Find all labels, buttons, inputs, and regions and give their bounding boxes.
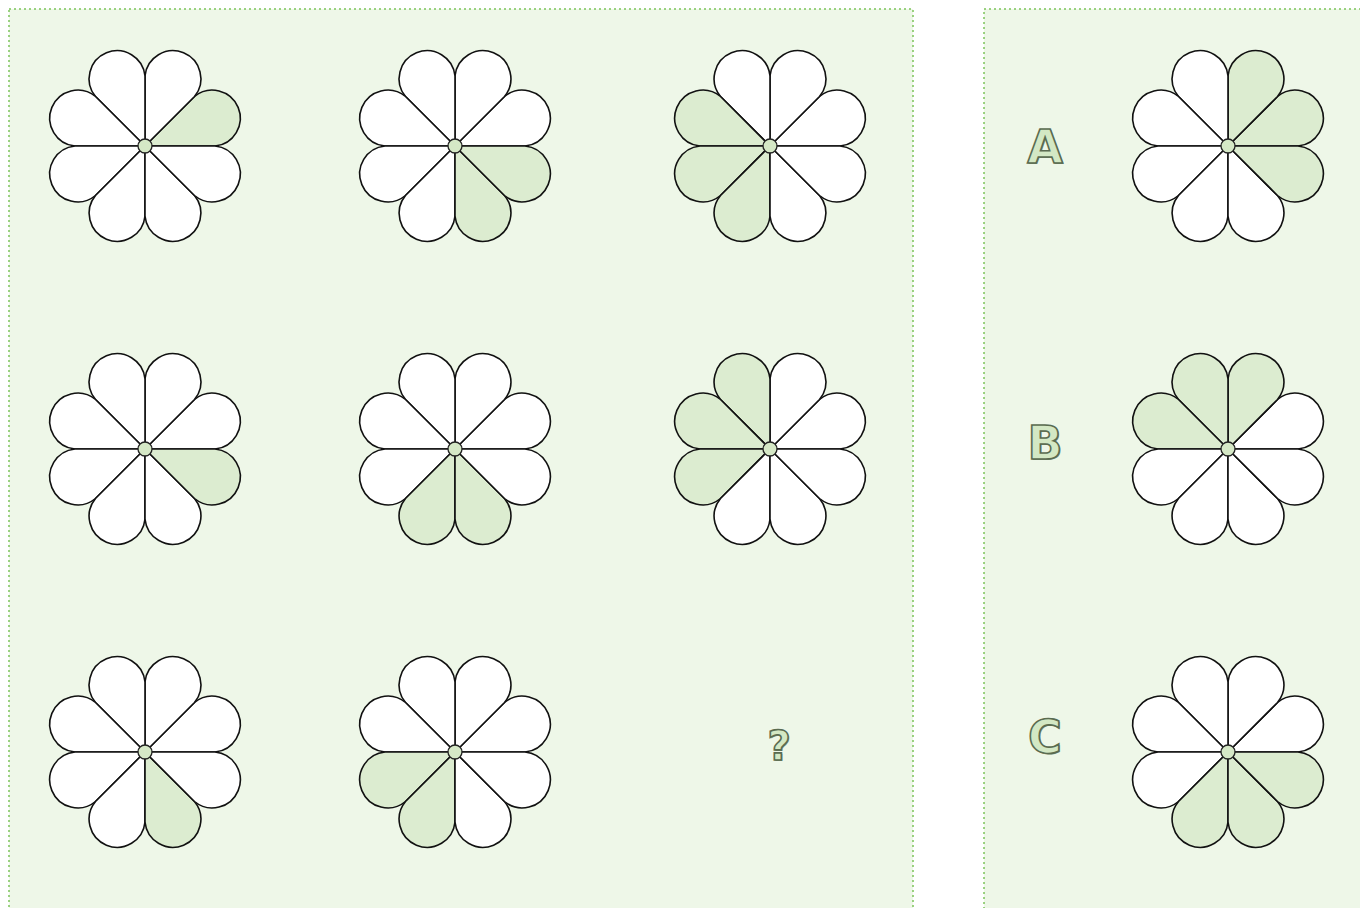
flower-center [763,139,777,153]
flower-petal [444,120,559,210]
flower-petal [134,726,249,816]
flower-center [138,745,152,759]
flower-center [1221,139,1235,153]
flower-figure [41,42,249,250]
flower-center [448,442,462,456]
option-letter: A [1027,124,1063,170]
flower-petal [444,423,559,513]
flower-figure [351,42,559,250]
option-letter: C [1028,714,1062,760]
flower-petal [1217,726,1332,816]
panel-background [9,9,913,908]
flower-center [448,745,462,759]
flower-center [1221,442,1235,456]
flower-figure [1124,648,1332,856]
flower-center [138,442,152,456]
flower-figure [666,345,874,553]
flower-figure [41,345,249,553]
flower-petal [759,120,874,210]
flower-petal [1217,423,1332,513]
flower-figure [351,648,559,856]
panel-background [984,9,1360,908]
question-mark: ? [767,726,790,766]
flower-petal [134,423,249,513]
flower-center [763,442,777,456]
flower-center [448,139,462,153]
flower-figure [1124,345,1332,553]
flower-petal [444,726,559,816]
flower-petal [134,120,249,210]
option-letter: B [1027,420,1062,466]
flower-center [138,139,152,153]
flower-figure [41,648,249,856]
flower-center [1221,745,1235,759]
flower-petal [1217,120,1332,210]
flower-figure [1124,42,1332,250]
flower-petal [759,423,874,513]
flower-figure [351,345,559,553]
flower-figure [666,42,874,250]
